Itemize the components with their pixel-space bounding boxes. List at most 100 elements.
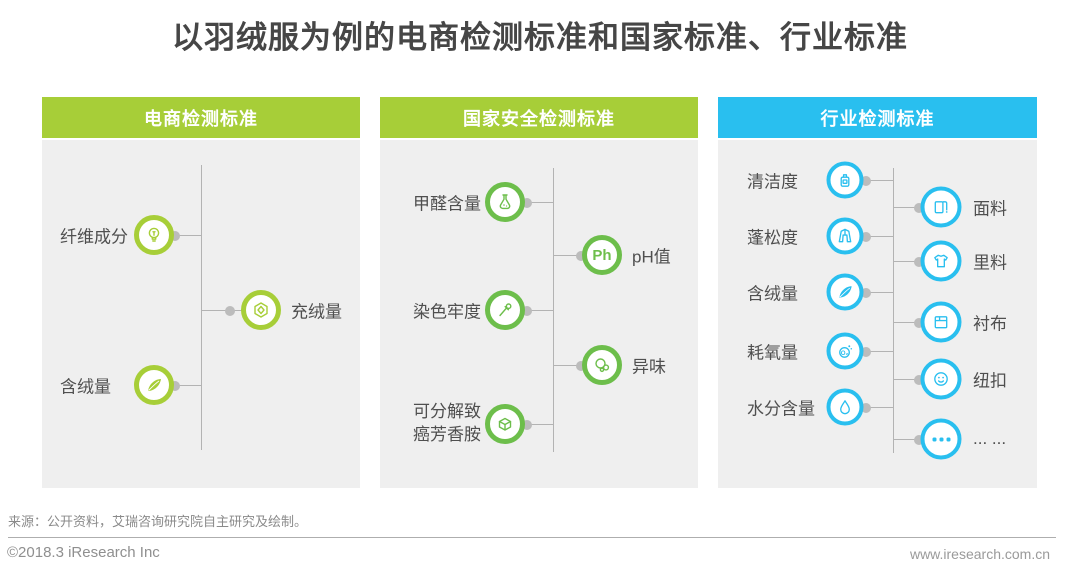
branch-line — [524, 202, 554, 203]
branch-dot — [861, 175, 871, 186]
node-circle-ph: Ph — [582, 235, 622, 275]
branch-dot — [861, 346, 871, 357]
node-label-color-fastness: 染色牢度 — [413, 302, 481, 322]
branch-line — [554, 365, 584, 366]
branch-dot — [170, 380, 180, 391]
panel-body-national: 甲醛含量 Ph pH值 染色牢度 — [380, 140, 698, 488]
branch-line — [524, 310, 554, 311]
footer-website: www.iresearch.com.cn — [909, 546, 1050, 562]
node-circle-more — [920, 418, 962, 460]
feather-icon — [836, 283, 855, 302]
node-circle-fabric — [920, 186, 962, 228]
node-circle-fiber-composition — [134, 215, 174, 255]
ph-icon: Ph — [592, 246, 612, 264]
branch-dot — [914, 317, 924, 328]
branch-line — [554, 255, 584, 256]
branch-line — [172, 385, 202, 386]
panel-header-industry: 行业检测标准 — [718, 97, 1037, 138]
node-circle-down-filling — [241, 290, 281, 330]
footer-copyright: ©2018.3 iResearch Inc — [7, 544, 160, 561]
page-title: 以羽绒服为例的电商检测标准和国家标准、行业标准 — [172, 20, 908, 55]
branch-line — [863, 351, 893, 352]
branch-dot — [861, 287, 871, 298]
branch-dot — [576, 250, 586, 261]
branch-line — [202, 310, 242, 311]
node-label-lining: 里料 — [973, 253, 1007, 273]
branch-dot — [914, 374, 924, 385]
panel-body-industry: 清洁度 面料 蓬松度 — [718, 140, 1037, 488]
tree-trunk — [893, 168, 894, 453]
branch-dot — [522, 305, 532, 316]
branch-dot — [522, 197, 532, 208]
node-label-aromatic-amines: 可分解致癌芳香胺 — [413, 402, 481, 444]
branch-dot — [914, 256, 924, 267]
node-label-moisture: 水分含量 — [747, 399, 815, 419]
panel-header-ecommerce: 电商检测标准 — [42, 97, 360, 138]
panel-body-ecommerce: 纤维成分 充绒量 含绒量 — [42, 140, 360, 488]
node-label-down-content-industry: 含绒量 — [747, 284, 798, 304]
node-label-more: ... ... — [973, 429, 1007, 448]
jacket-icon — [836, 227, 855, 246]
branch-dot — [522, 419, 532, 430]
branch-line — [894, 261, 922, 262]
node-circle-interlining — [920, 301, 962, 343]
node-circle-fluffiness — [826, 217, 864, 255]
branch-line — [863, 292, 893, 293]
bottle-icon — [836, 171, 855, 190]
button-icon — [932, 370, 951, 389]
branch-dot — [861, 231, 871, 242]
footer-divider — [8, 537, 1056, 538]
branch-line — [863, 180, 893, 181]
branch-dot — [914, 434, 924, 445]
interlining-icon — [932, 313, 951, 332]
branch-dot — [861, 402, 871, 413]
node-label-down-filling: 充绒量 — [291, 302, 342, 322]
node-circle-down-content-industry — [826, 273, 864, 311]
node-label-oxygen-consumption: 耗氧量 — [747, 343, 798, 363]
branch-line — [894, 207, 922, 208]
node-circle-oxygen-consumption: O₂ — [826, 332, 864, 370]
node-circle-odor — [582, 345, 622, 385]
bubbles-icon — [592, 355, 612, 375]
node-label-cleanliness: 清洁度 — [747, 172, 798, 192]
branch-line — [894, 379, 922, 380]
node-circle-down-content — [134, 365, 174, 405]
node-circle-moisture — [826, 388, 864, 426]
panel-header-national: 国家安全检测标准 — [380, 97, 698, 138]
node-circle-color-fastness — [485, 290, 525, 330]
branch-line — [894, 439, 922, 440]
node-circle-cleanliness — [826, 161, 864, 199]
panel-header-ecommerce-label: 电商检测标准 — [144, 108, 258, 129]
droplet-icon — [836, 398, 855, 417]
flask-icon — [495, 192, 515, 212]
panel-header-industry-label: 行业检测标准 — [820, 108, 935, 129]
ellipsis-icon — [932, 437, 950, 441]
branch-dot — [225, 305, 235, 316]
node-circle-formaldehyde — [485, 182, 525, 222]
branch-line — [894, 322, 922, 323]
node-circle-lining — [920, 240, 962, 282]
branch-dot — [170, 230, 180, 241]
feather-icon — [144, 375, 164, 395]
node-circle-button — [920, 358, 962, 400]
fabric-roll-icon — [932, 198, 951, 217]
node-label-odor: 异味 — [632, 357, 666, 377]
node-label-fabric: 面料 — [973, 199, 1007, 219]
svg-text:O₂: O₂ — [841, 350, 849, 357]
source-note: 来源：公开资料，艾瑞咨询研究院自主研究及绘制。 — [8, 514, 308, 529]
branch-line — [863, 407, 893, 408]
branch-dot — [576, 360, 586, 371]
tshirt-icon — [932, 252, 951, 271]
branch-dot — [914, 202, 924, 213]
cube-icon — [495, 414, 515, 434]
oxygen-icon: O₂ — [836, 342, 855, 361]
lightbulb-icon — [144, 225, 164, 245]
dropper-icon — [495, 300, 515, 320]
node-label-fiber-composition: 纤维成分 — [60, 227, 128, 247]
node-label-formaldehyde: 甲醛含量 — [413, 194, 481, 214]
gem-icon — [251, 300, 271, 320]
node-label-button: 纽扣 — [973, 371, 1007, 391]
node-label-interlining: 衬布 — [973, 314, 1007, 334]
panel-header-national-label: 国家安全检测标准 — [463, 108, 615, 129]
